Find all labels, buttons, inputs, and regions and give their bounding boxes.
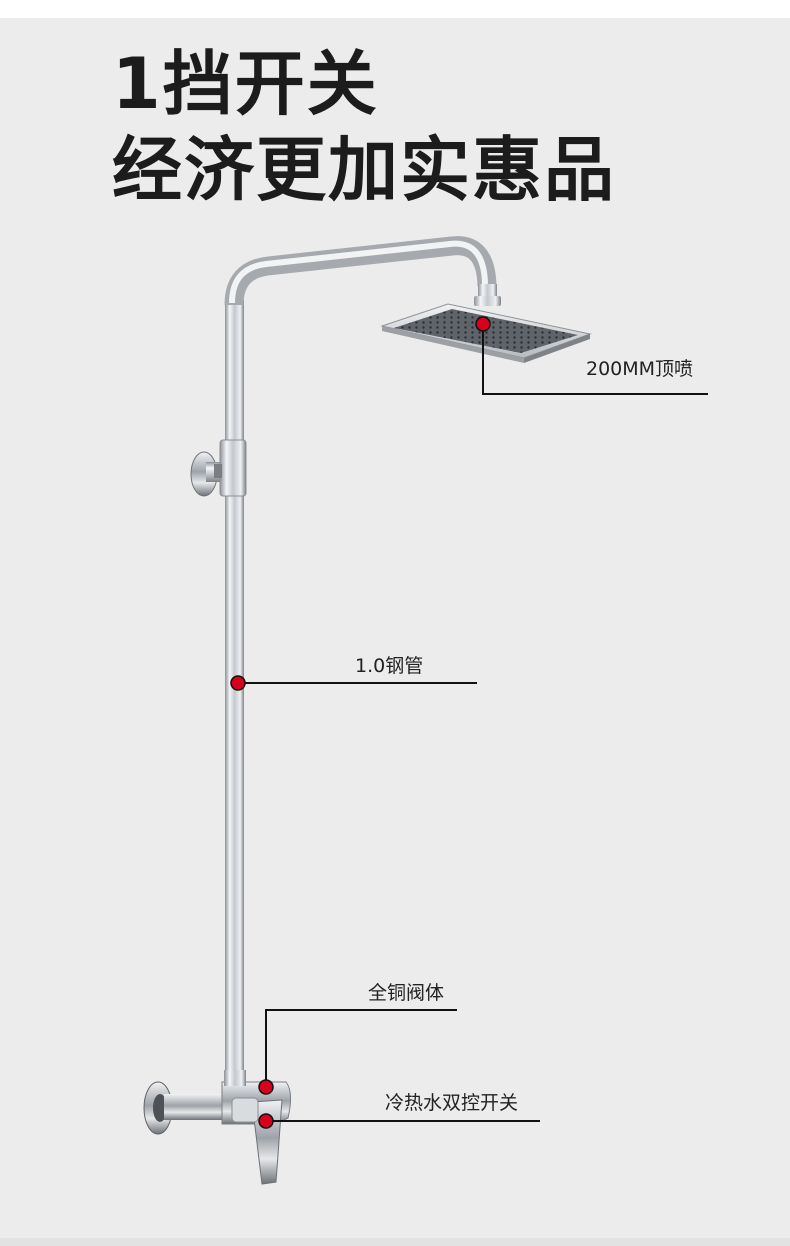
- callout-head-label: 200MM顶喷: [586, 358, 694, 380]
- top-band: [0, 0, 790, 18]
- headline-line-2: 经济更加实惠品: [112, 129, 616, 211]
- shower-head-neck: [474, 284, 501, 306]
- wall-bracket: [190, 439, 247, 497]
- headline-line-1: 1挡开关: [112, 43, 379, 125]
- callout-pipe-label: 1.0钢管: [355, 655, 424, 677]
- top-arm: [224, 236, 497, 306]
- callout-valve-label: 全铜阀体: [368, 982, 445, 1004]
- callout-pipe-marker: [230, 675, 477, 691]
- callout-valve-marker: [258, 1009, 457, 1095]
- callout-switch-label: 冷热水双控开关: [385, 1092, 519, 1114]
- shower-head: [380, 303, 592, 363]
- callout-switch-marker: [258, 1113, 540, 1129]
- vertical-pipe: [225, 300, 244, 1090]
- callout-head-marker: [475, 316, 708, 395]
- bottom-band: [0, 1238, 790, 1246]
